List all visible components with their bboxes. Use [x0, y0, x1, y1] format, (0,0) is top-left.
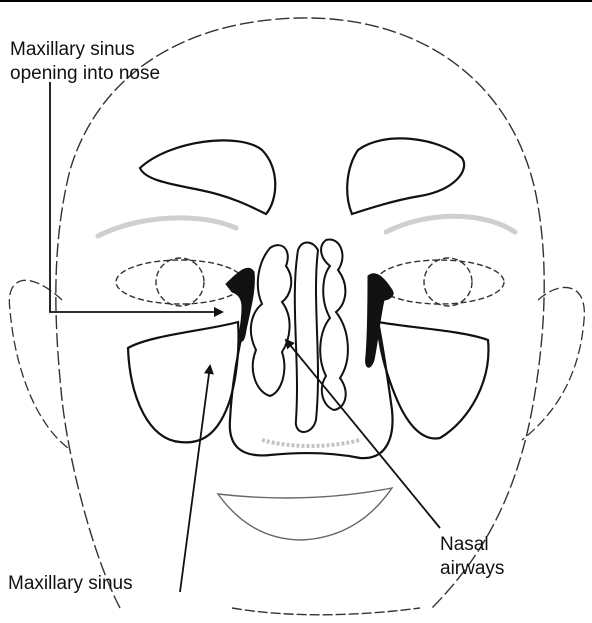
label-sinus-opening-line1: Maxillary sinus	[10, 38, 160, 62]
arrow-sinus-opening	[50, 82, 222, 312]
right-eyeball	[424, 258, 472, 306]
right-turbinates	[320, 239, 348, 410]
right-ear	[522, 287, 584, 440]
label-nasal-airways: Nasal airways	[440, 533, 504, 581]
left-maxillary-sinus	[128, 322, 239, 442]
left-turbinates	[251, 245, 291, 396]
label-sinus-opening: Maxillary sinus opening into nose	[10, 38, 160, 86]
right-eye-socket	[376, 260, 504, 304]
left-eye-socket	[116, 260, 244, 304]
left-frontal-sinus	[140, 140, 275, 214]
right-frontal-sinus	[347, 138, 464, 214]
nose-shading	[262, 440, 360, 446]
right-sinus-opening	[366, 274, 393, 367]
arrow-nasal-airways	[286, 340, 440, 528]
head-outline	[56, 18, 544, 610]
label-maxillary-sinus: Maxillary sinus	[8, 572, 133, 596]
nasal-septum	[295, 243, 318, 433]
mouth	[218, 488, 392, 540]
label-nasal-airways-line2: airways	[440, 557, 504, 581]
chin-outline	[232, 608, 420, 615]
left-eyeball	[156, 258, 204, 306]
right-maxillary-sinus	[378, 322, 488, 438]
right-eyebrow	[386, 216, 515, 232]
label-nasal-airways-line1: Nasal	[440, 533, 504, 557]
left-eyebrow	[98, 218, 236, 236]
label-sinus-opening-line2: opening into nose	[10, 62, 160, 86]
arrow-maxillary-sinus	[180, 366, 210, 592]
